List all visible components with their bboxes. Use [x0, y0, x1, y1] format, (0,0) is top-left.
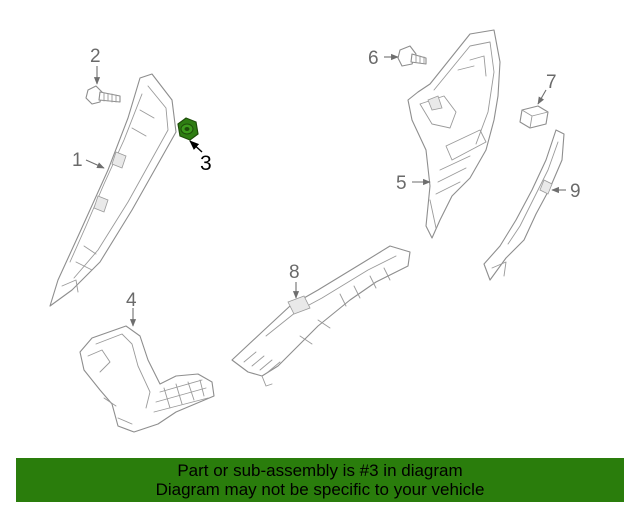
part-2-bolt[interactable] [85, 85, 121, 105]
leader-7 [537, 89, 547, 105]
callout-6[interactable]: 6 [368, 48, 379, 69]
callout-7[interactable]: 7 [546, 72, 557, 93]
callouts: 2 1 3 4 6 5 7 8 9 [72, 46, 581, 311]
banner-line-2: Diagram may not be specific to your vehi… [155, 480, 485, 499]
callout-1[interactable]: 1 [72, 150, 83, 171]
banner-line-1: Part or sub-assembly is #3 in diagram [177, 461, 463, 480]
leader-3 [189, 140, 203, 153]
part-4-lower-trim[interactable] [79, 325, 215, 433]
leader-1 [85, 159, 105, 169]
part-8-sill-trim[interactable] [231, 245, 411, 387]
callout-2[interactable]: 2 [90, 46, 101, 67]
callout-4[interactable]: 4 [126, 290, 137, 311]
part-9-strip-trim[interactable] [483, 129, 565, 281]
part-6-screw[interactable] [397, 45, 427, 67]
callout-9[interactable]: 9 [570, 181, 581, 202]
callout-8[interactable]: 8 [289, 262, 300, 283]
callout-5[interactable]: 5 [396, 173, 407, 194]
part-3-clip[interactable] [177, 117, 199, 141]
info-banner: Part or sub-assembly is #3 in diagram Di… [16, 458, 624, 502]
callout-3[interactable]: 3 [200, 152, 212, 175]
leader-lines [85, 53, 566, 327]
part-1-pillar-trim[interactable] [49, 73, 177, 307]
part-7-block[interactable] [519, 105, 549, 129]
part-5-quarter-trim[interactable] [407, 29, 501, 239]
parts-diagram: 2 1 3 4 6 5 7 8 9 [49, 29, 581, 433]
